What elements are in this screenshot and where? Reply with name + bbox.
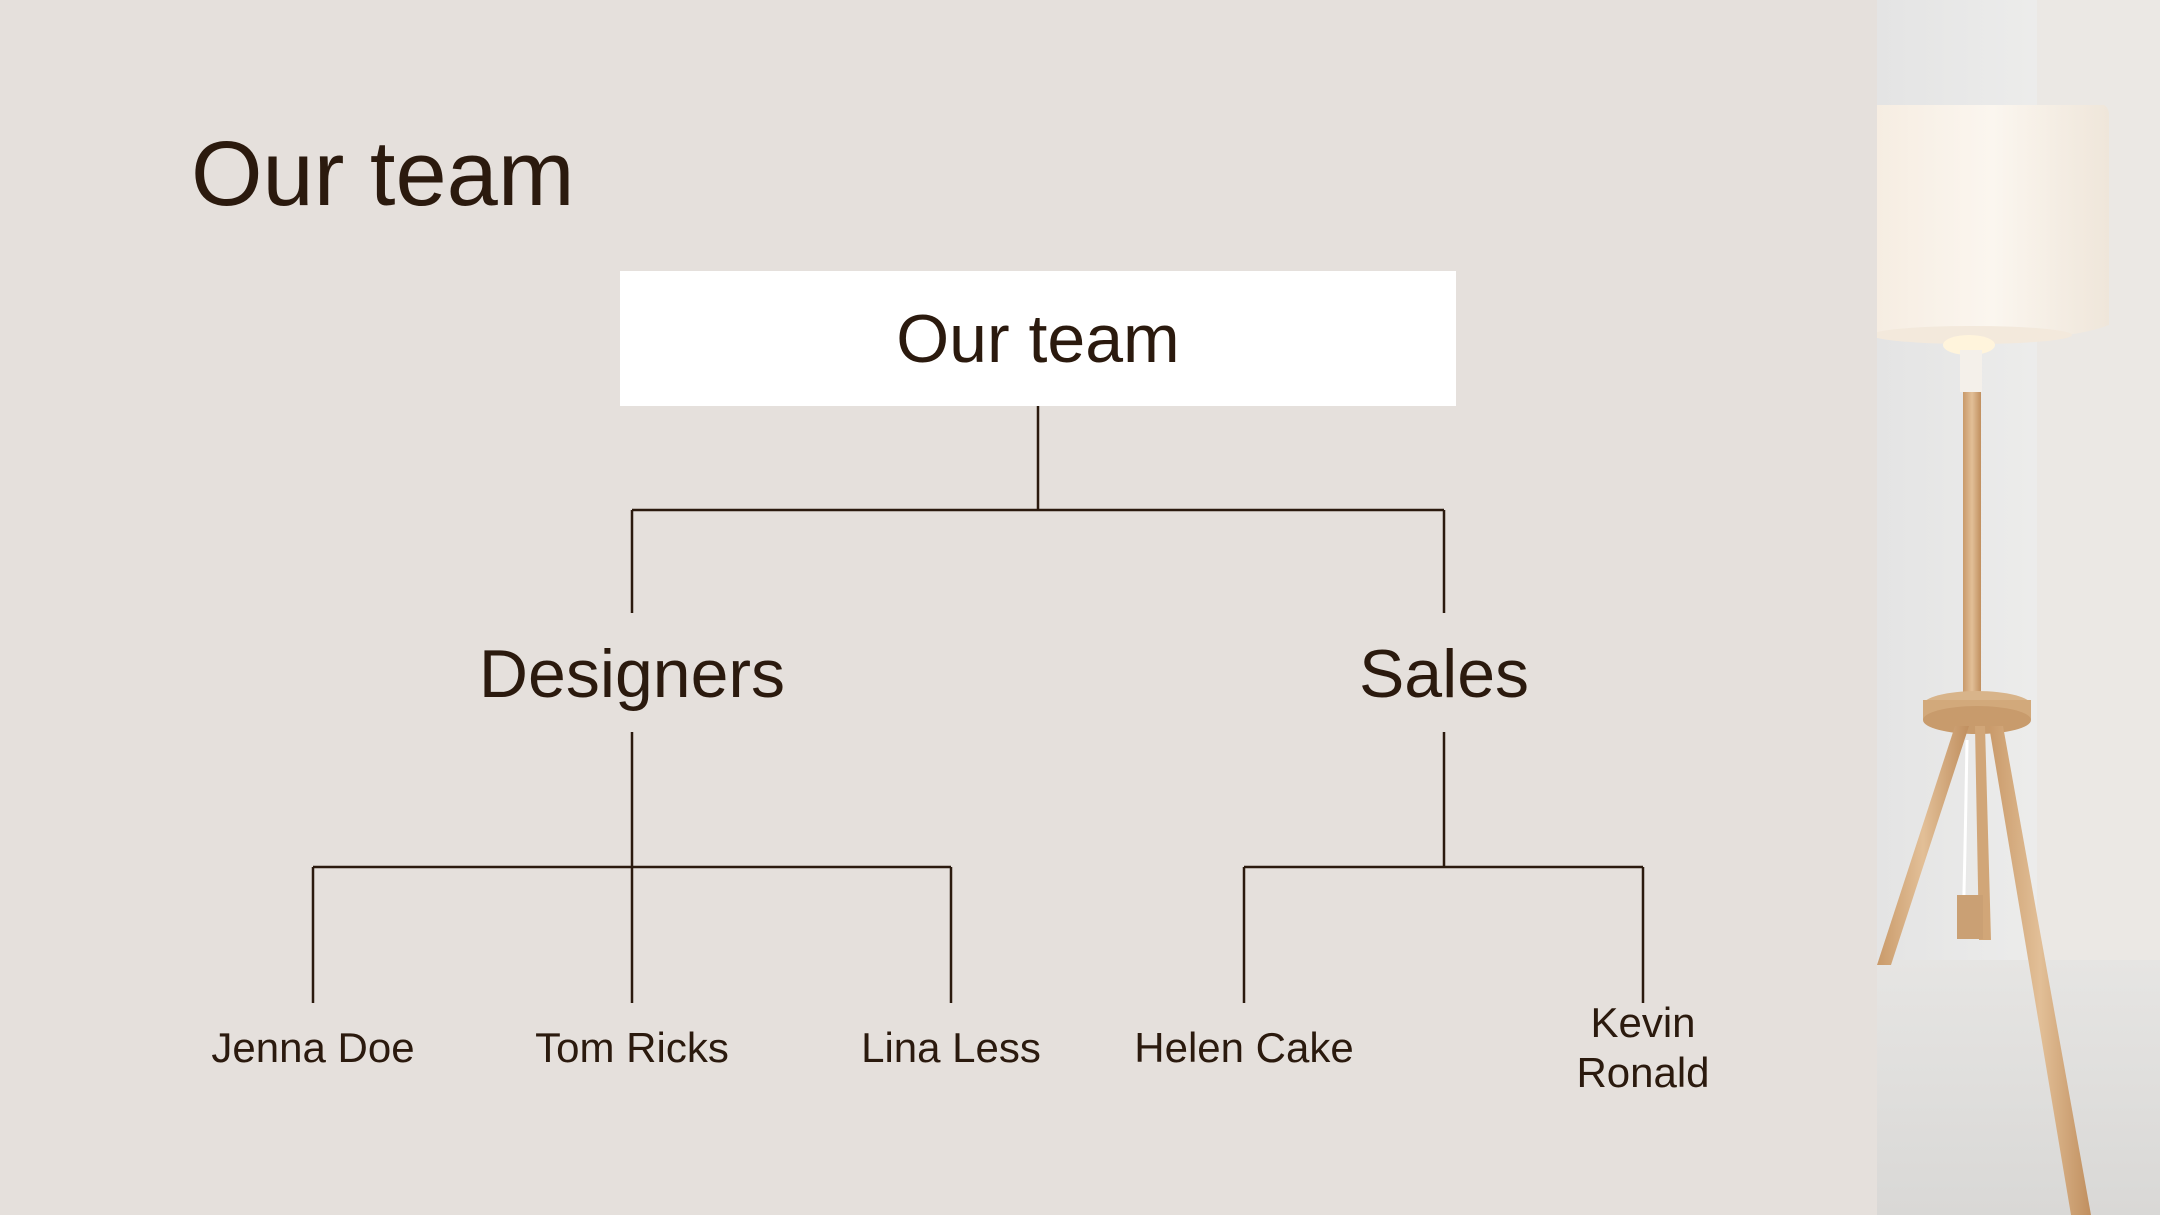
dept-sales: Sales — [1358, 636, 1530, 712]
dept-designers: Designers — [478, 636, 786, 712]
lamp-photo — [1877, 0, 2160, 1215]
member-kevin-ronald: Kevin Ronald — [1576, 999, 1710, 1096]
floor-lamp-icon — [1877, 0, 2160, 1215]
org-chart-connectors — [311, 406, 1645, 1003]
slide-title: Our team — [191, 123, 575, 225]
member-jenna-doe: Jenna Doe — [211, 1024, 415, 1071]
member-lina-less: Lina Less — [861, 1024, 1041, 1071]
member-helen-cake: Helen Cake — [1134, 1024, 1354, 1071]
member-tom-ricks: Tom Ricks — [535, 1024, 729, 1071]
org-root-label: Our team — [896, 300, 1180, 377]
org-root-node: Our team — [620, 271, 1456, 406]
